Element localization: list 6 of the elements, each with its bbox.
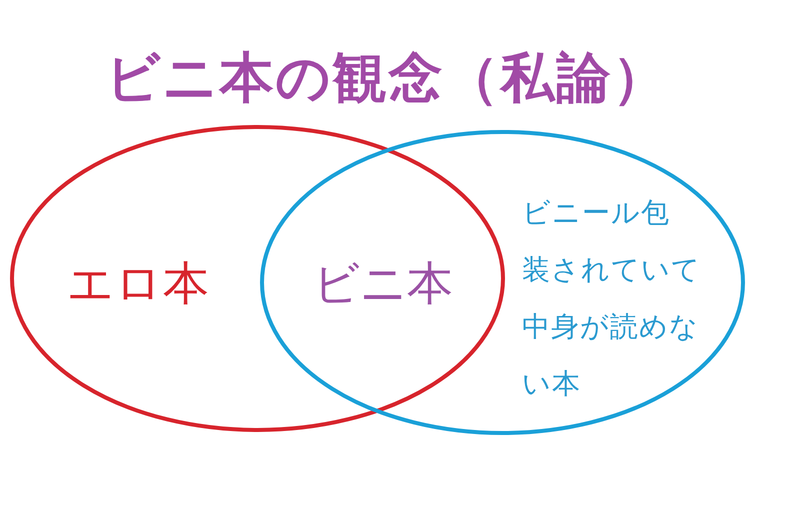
venn-ellipse (10, 125, 505, 432)
diagram-title: ビニ本の観念（私論） (104, 46, 670, 110)
set-label: ビニール包装されていて中身が読めない本 (522, 195, 702, 402)
set-label: エロ本 (67, 260, 211, 306)
venn-ellipse (260, 130, 745, 435)
overlap-label: ビニ本 (313, 260, 453, 306)
